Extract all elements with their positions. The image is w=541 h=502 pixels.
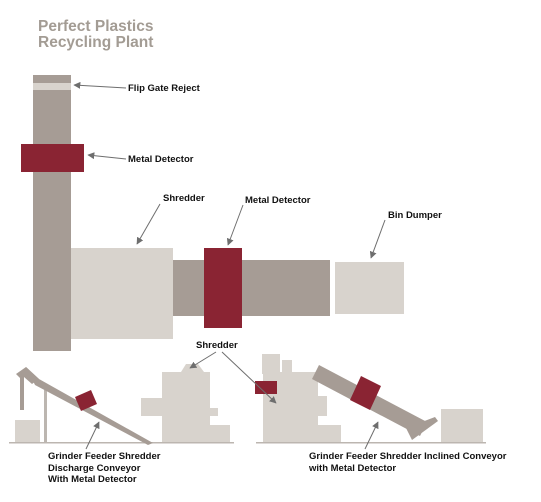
label-grinder-left-line-2: Discharge Conveyor (48, 462, 141, 474)
floor-right (256, 442, 486, 444)
hopper-left (16, 367, 39, 410)
label-shredder-lower: Shredder (196, 340, 238, 351)
label-shredder-upper: Shredder (163, 193, 205, 204)
small-box-left (15, 420, 40, 442)
arrow-flip-gate (73, 81, 127, 89)
vertical-tower (33, 75, 71, 351)
label-grinder-right-line-1: Grinder Feeder Shredder Inclined Conveyo… (309, 451, 507, 462)
arrow-grinder-right (364, 421, 379, 450)
label-grinder-right: Grinder Feeder Shredder Inclined Conveyo… (309, 451, 506, 474)
shredder-block (71, 248, 173, 339)
metal-detector-right-conveyor (350, 376, 381, 410)
arrow-metal-detector-tower (87, 152, 127, 160)
inclined-conveyor-left (26, 367, 153, 445)
label-grinder-left: Grinder Feeder Shredder Discharge Convey… (48, 451, 160, 486)
label-bin-dumper: Bin Dumper (388, 210, 442, 221)
label-metal-detector-upper: Metal Detector (128, 154, 194, 165)
label-grinder-left-line-1: Grinder Feeder Shredder (48, 451, 161, 462)
label-metal-detector-mid: Metal Detector (245, 195, 311, 206)
title-line-2: Recycling Plant (38, 34, 154, 51)
label-flip-gate-reject: Flip Gate Reject (128, 83, 200, 94)
label-grinder-right-line-2: with Metal Detector (309, 462, 397, 474)
metal-detector-right-grinder (255, 381, 277, 394)
arrow-shredder-lower-right (221, 351, 277, 404)
flip-gate (33, 83, 71, 90)
arrow-shredder-lower-left (189, 351, 217, 369)
conveyor-support-left (44, 390, 47, 442)
arrow-metal-detector-mid (226, 204, 244, 246)
metal-detector-conveyor (204, 248, 242, 328)
diagram-title: Perfect Plastics Recycling Plant (38, 19, 153, 51)
grinder-machine-right (262, 354, 341, 442)
title-line-1: Perfect Plastics (38, 18, 154, 35)
horizontal-conveyor (173, 260, 330, 316)
arrow-bin-dumper (369, 219, 386, 259)
arrow-shredder-upper (136, 203, 161, 245)
bin-right (441, 409, 483, 442)
leader-arrows (73, 81, 386, 450)
bin-dumper-block (335, 262, 404, 314)
discharge-chute-right (406, 417, 438, 440)
arrow-grinder-left (85, 421, 100, 450)
floor-left (9, 442, 234, 444)
grinder-machine-left (141, 364, 230, 442)
label-grinder-left-line-3: With Metal Detector (48, 474, 137, 485)
metal-detector-tower (21, 144, 84, 172)
metal-detector-left-conveyor (75, 390, 97, 411)
